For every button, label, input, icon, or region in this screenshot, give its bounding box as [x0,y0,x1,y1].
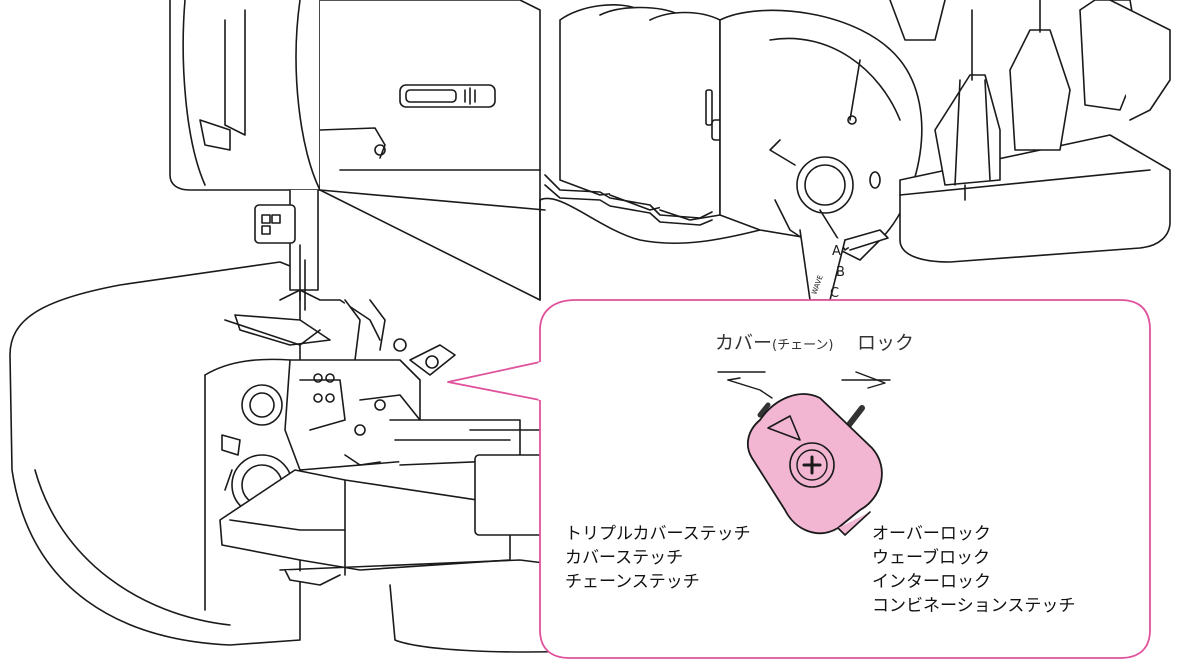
right-cover-and-dial [719,9,923,301]
cover-stitch-list: トリプルカバーステッチ カバーステッチ チェーンステッチ [565,522,751,594]
list-item: チェーンステッチ [565,572,700,592]
looper-mechanism [284,344,561,471]
list-item: カバーステッチ [565,548,684,568]
callout-pointer [447,361,541,401]
lock-stitch-list: オーバーロック ウェーブロック インターロック コンビネーションステッチ [872,522,1075,618]
cover-label-main: カバー [715,332,773,354]
list-item: ウェーブロック [872,548,990,568]
cover-mode-label: カバー(チェーン) [715,328,834,355]
dial-position-c: C [830,286,839,301]
list-item: オーバーロック [872,524,991,544]
cover-mark-icon [717,371,773,399]
list-item: インターロック [872,572,991,592]
dial-position-b: B [836,265,845,280]
lock-mark-icon [841,371,891,389]
machine-upper-arm [169,0,546,301]
dial-position-a: A [832,244,841,259]
list-item: トリプルカバーステッチ [565,524,751,544]
spool-stand [889,0,1171,263]
list-item: コンビネーションステッチ [872,596,1076,616]
thread-guide-plates [539,4,761,301]
cover-label-sub: (チェーン) [772,338,834,353]
cover-lock-selector-lever [746,393,883,536]
machine-body-left [9,261,301,646]
lock-mode-label: ロック [857,332,915,354]
